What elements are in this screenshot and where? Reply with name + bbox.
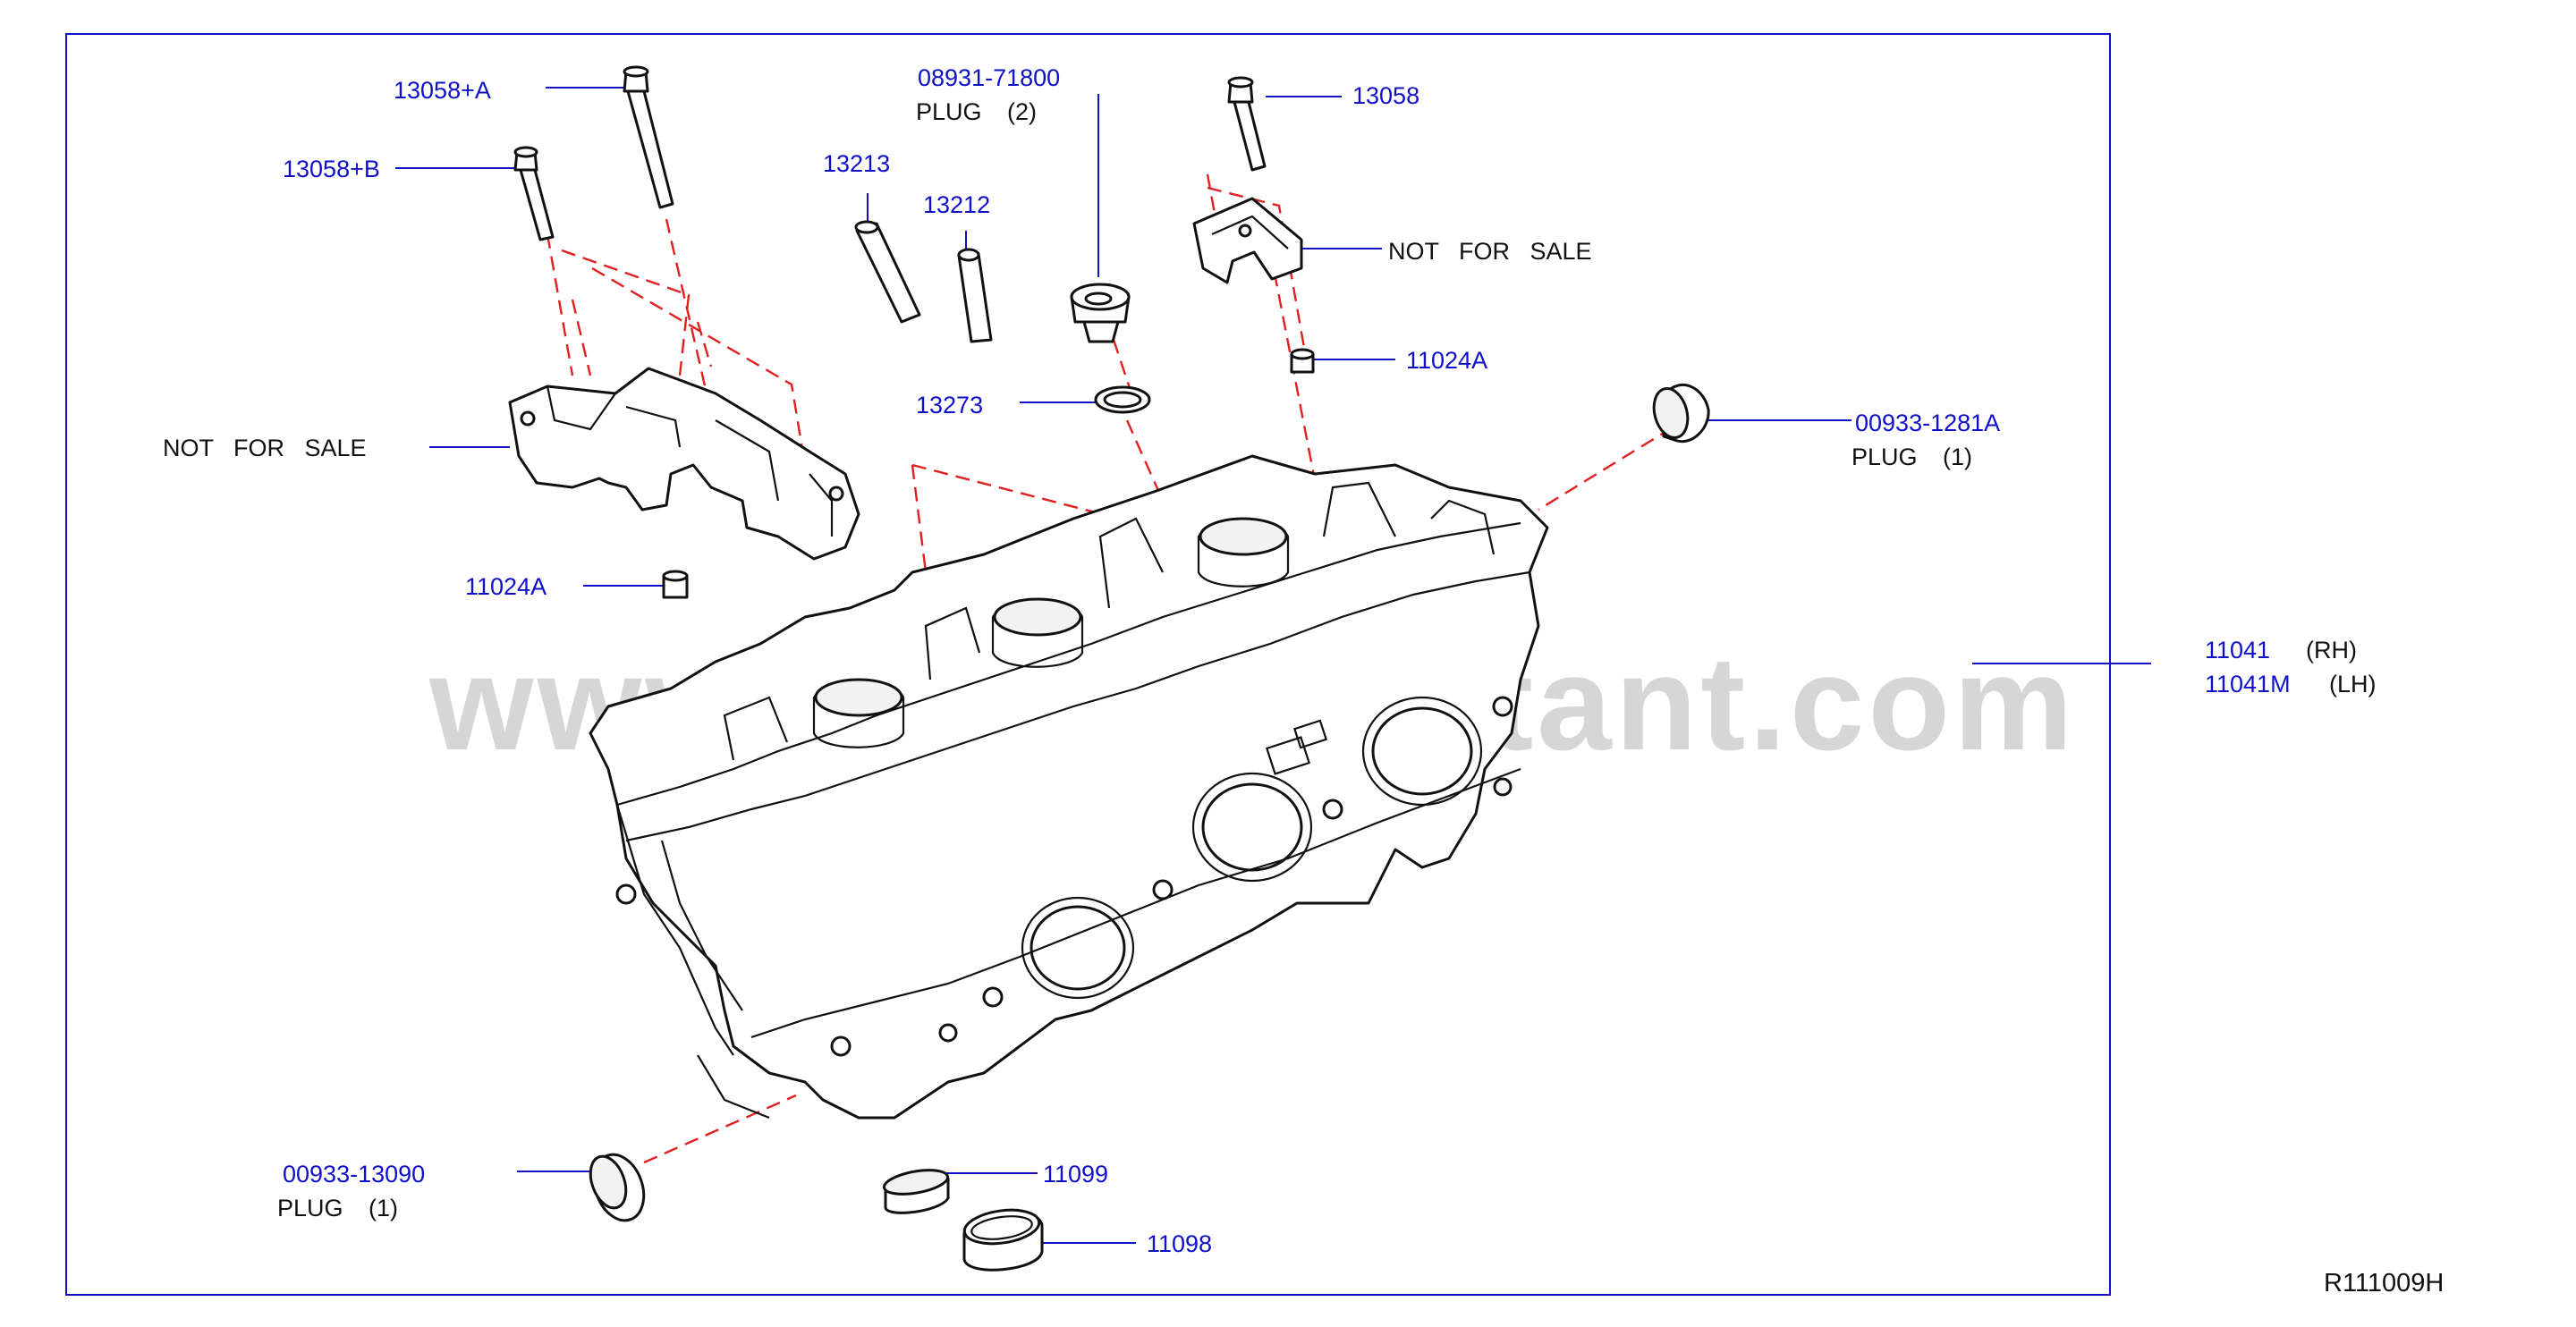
label-00933-1281A: 00933-1281A [1855,410,2000,436]
label-11041: 11041 [2205,637,2270,664]
label-13058A: 13058+A [394,77,491,104]
label-11098: 11098 [1147,1230,1212,1257]
label-13273: 13273 [916,392,983,418]
label-13058: 13058 [1352,82,1419,109]
seal-11098-icon [962,1208,1044,1272]
plug-00933-1281A-icon [1652,383,1710,444]
plug-08931-71800-icon [1070,283,1131,343]
label-00933-1281A-qty: (1) [1943,444,1972,470]
label-08931-qty: (2) [1007,98,1037,125]
cam-bracket-left-icon [508,367,860,561]
label-13213: 13213 [823,150,890,177]
plug-00933-13090-icon [589,1153,646,1222]
label-00933-1281A-plug: PLUG [1852,444,1918,470]
label-13212: 13212 [923,191,990,218]
bolt-13058A-icon [623,65,674,209]
washer-13273-icon [1094,385,1151,414]
label-11024A-left: 11024A [465,573,547,600]
cylinder-head-icon [589,454,1549,1120]
label-00933-13090: 00933-13090 [283,1161,425,1188]
label-00933-13090-plug: PLUG [277,1195,343,1221]
dowel-11024A-right-icon [1290,348,1315,374]
label-11024A-right: 11024A [1406,347,1487,374]
cam-bracket-right-icon [1192,197,1303,284]
label-not-for-sale-right: NOT FOR SALE [1388,238,1592,265]
pin-13212-icon [957,248,993,343]
bolt-13058B-icon [513,146,555,241]
label-08931-71800: 08931-71800 [918,64,1060,91]
seal-11099-icon [882,1169,950,1214]
label-not-for-sale-left: NOT FOR SALE [163,435,367,461]
label-11041M-variant: (LH) [2329,671,2377,697]
dowel-11024A-left-icon [662,570,689,599]
label-11041M: 11041M [2205,671,2291,697]
leader-lines [395,87,2151,1244]
pin-13213-icon [854,220,921,324]
diagram-reference: R111009H [2324,1269,2444,1297]
label-13058B: 13058+B [283,156,380,182]
bolt-13058-icon [1227,76,1267,172]
label-00933-13090-qty: (1) [369,1195,398,1221]
label-11041-variant: (RH) [2306,637,2357,664]
label-11099: 11099 [1043,1161,1108,1188]
label-08931-plug: PLUG [916,98,982,125]
